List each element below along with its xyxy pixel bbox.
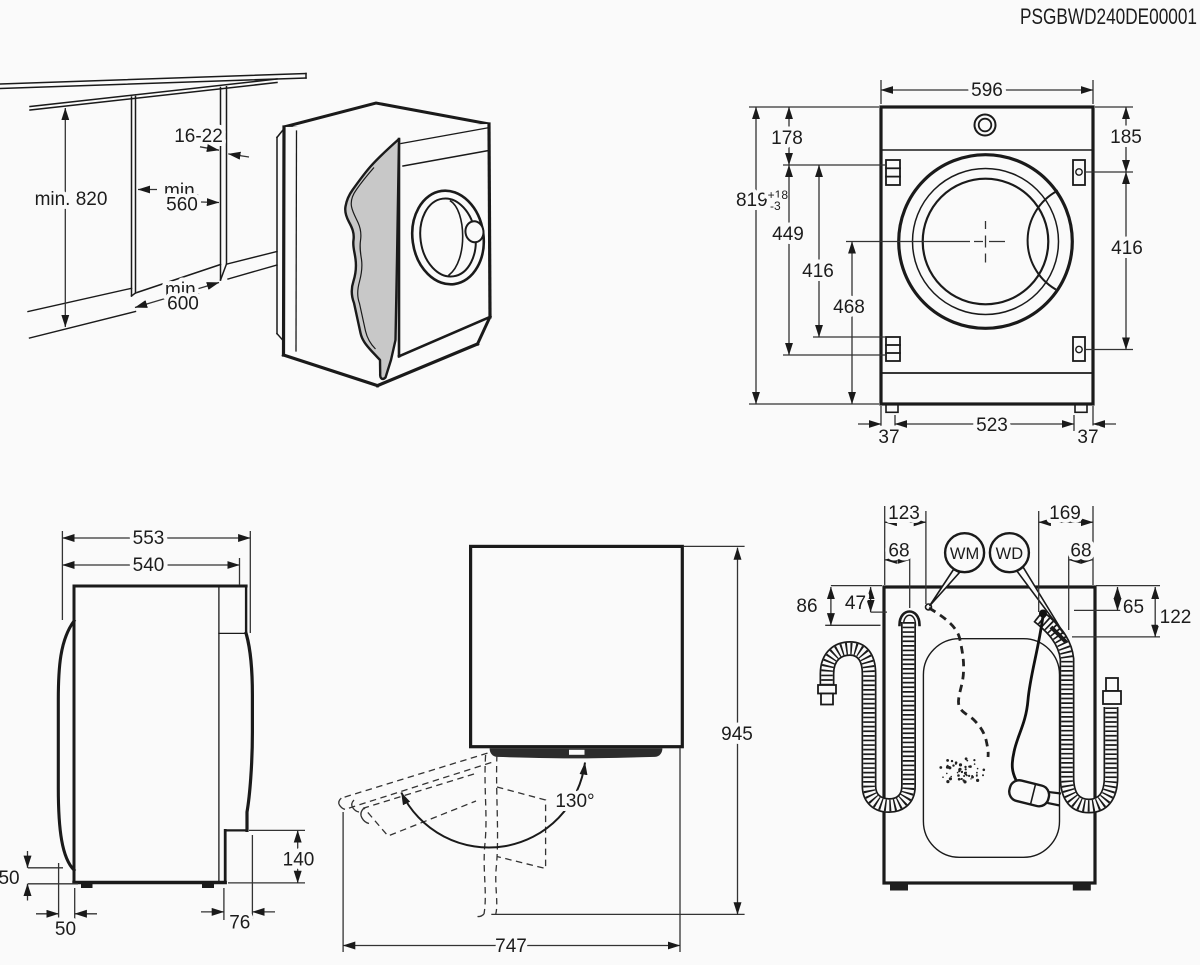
svg-text:76: 76 [229, 913, 250, 934]
svg-text:min.: min. [164, 181, 200, 202]
svg-text:140: 140 [283, 850, 315, 871]
svg-text:449: 449 [772, 224, 804, 245]
svg-text:47: 47 [845, 593, 866, 614]
svg-text:596: 596 [971, 80, 1003, 101]
svg-text:37: 37 [878, 427, 899, 448]
svg-text:122: 122 [1160, 607, 1192, 628]
svg-text:WM: WM [950, 545, 979, 563]
svg-text:16-22: 16-22 [174, 126, 223, 147]
svg-text:416: 416 [1111, 238, 1143, 259]
svg-text:945: 945 [721, 724, 753, 745]
svg-text:68: 68 [888, 541, 909, 562]
svg-text:50: 50 [0, 868, 20, 889]
svg-text:560: 560 [166, 195, 198, 216]
svg-text:747: 747 [495, 936, 527, 957]
svg-text:169: 169 [1049, 503, 1081, 524]
svg-text:178: 178 [771, 128, 803, 149]
svg-text:WD: WD [996, 545, 1024, 563]
svg-text:468: 468 [833, 297, 865, 318]
svg-text:68: 68 [1070, 541, 1091, 562]
svg-text:819+18-3: 819+18-3 [736, 188, 788, 213]
svg-text:553: 553 [133, 528, 165, 549]
svg-text:min.: min. [165, 280, 201, 301]
svg-text:540: 540 [133, 555, 165, 576]
svg-text:86: 86 [796, 596, 817, 617]
svg-text:50: 50 [55, 919, 76, 940]
svg-text:130°: 130° [555, 791, 594, 812]
svg-text:37: 37 [1077, 427, 1098, 448]
svg-text:min. 820: min. 820 [35, 189, 108, 210]
svg-text:416: 416 [802, 261, 834, 282]
svg-text:PSGBWD240DE00001: PSGBWD240DE00001 [1020, 4, 1197, 29]
svg-text:65: 65 [1123, 597, 1144, 618]
svg-text:123: 123 [888, 503, 920, 524]
svg-text:185: 185 [1110, 127, 1142, 148]
svg-text:600: 600 [167, 294, 199, 315]
svg-text:523: 523 [976, 415, 1008, 436]
